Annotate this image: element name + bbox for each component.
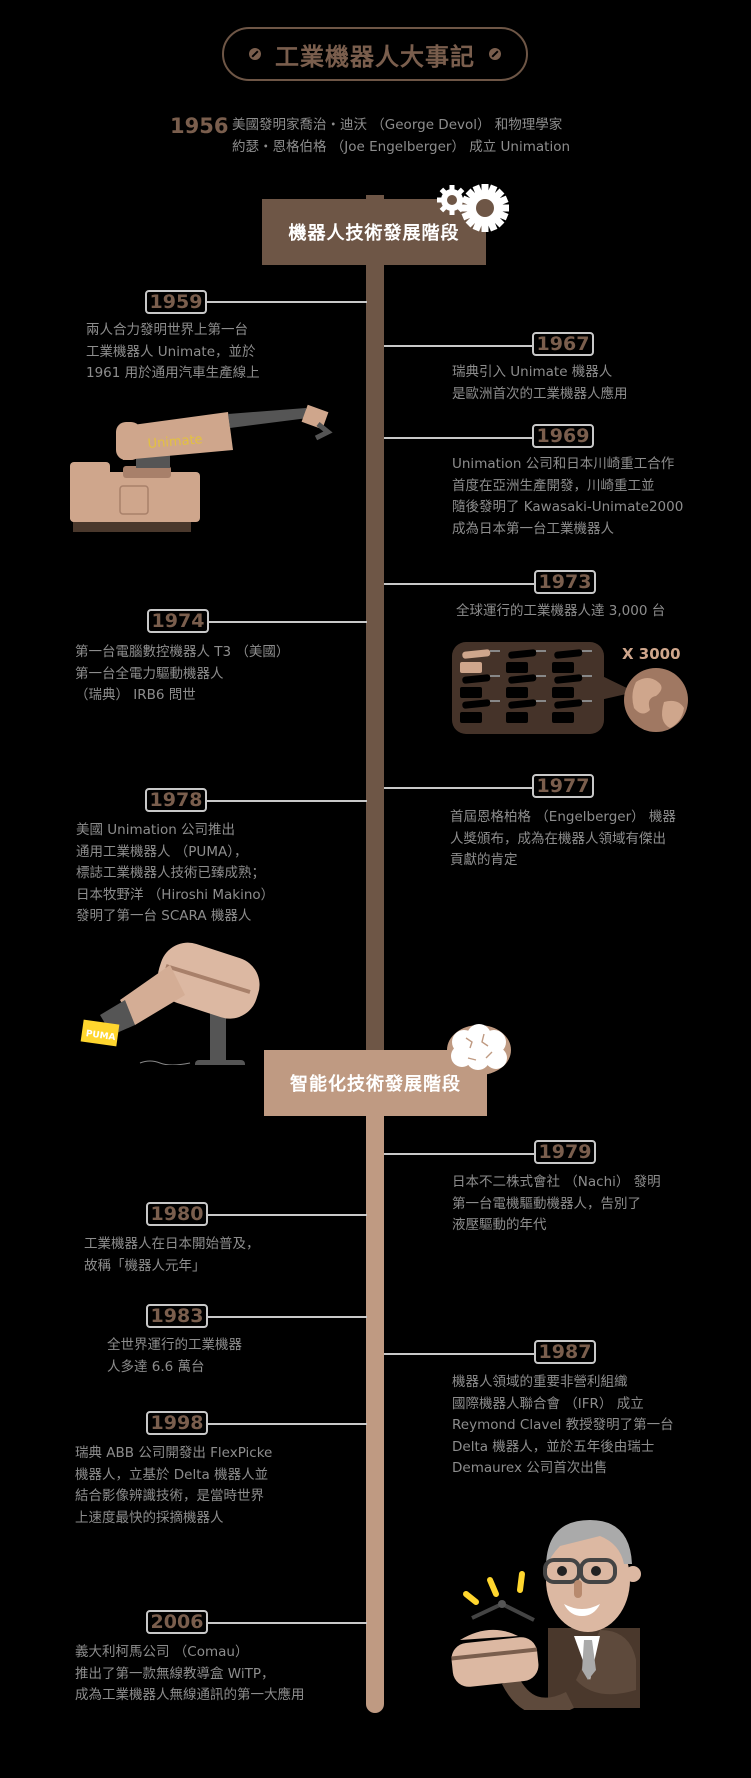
timeline-spine-stage2 (366, 1050, 384, 1713)
connector-line (384, 583, 536, 585)
robots-x3000-illustration: X 3000 (452, 642, 688, 734)
timeline-spine-stage1 (366, 195, 384, 1055)
title-banner: 工業機器人大事記 (222, 27, 528, 81)
connector-line (208, 1622, 367, 1624)
intro-text: 美國發明家喬治・迪沃 （George Devol） 和物理學家 約瑟・恩格伯格 … (232, 114, 570, 158)
stage-label: 機器人技術發展階段 (288, 223, 460, 244)
connector-line (208, 1316, 367, 1318)
year-badge-1978: 1978 (145, 788, 207, 812)
event-desc-1978: 美國 Unimation 公司推出 通用工業機器人 （PUMA）， 標誌工業機器… (76, 822, 275, 924)
event-desc-1980: 工業機器人在日本開始普及， 故稱「機器人元年」 (84, 1236, 260, 1274)
connector-line (384, 437, 534, 439)
year-badge-1980: 1980 (146, 1202, 208, 1226)
page-title: 工業機器人大事記 (275, 42, 475, 71)
unimate-robot-illustration: Unimate (70, 404, 333, 532)
event-desc-1967: 瑞典引入 Unimate 機器人 是歐洲首次的工業機器人應用 (452, 364, 628, 402)
year-badge-2006: 2006 (146, 1610, 208, 1634)
screw-icon (489, 48, 501, 60)
multiplier-label: X 3000 (622, 645, 681, 663)
puma-label: PUMA (85, 1029, 116, 1043)
year-badge-1967: 1967 (532, 332, 594, 356)
year-badge-1983: 1983 (146, 1304, 208, 1328)
year-badge-1969: 1969 (532, 424, 594, 448)
puma-robot-illustration: PUMA (80, 942, 260, 1065)
event-desc-1959: 兩人合力發明世界上第一台 工業機器人 Unimate，並於 1961 用於通用汽… (86, 322, 260, 381)
year-badge-1973: 1973 (534, 570, 596, 594)
connector-line (207, 800, 367, 802)
connector-line (384, 1153, 536, 1155)
year-badge-1979: 1979 (534, 1140, 596, 1164)
event-desc-2006: 義大利柯馬公司 （Comau） 推出了第一款無線教導盒 WiTP， 成為工業機器… (75, 1644, 305, 1703)
event-desc-1983: 全世界運行的工業機器 人多達 6.6 萬台 (107, 1337, 242, 1375)
connector-line (384, 787, 534, 789)
year-badge-1977: 1977 (532, 774, 594, 798)
connector-line (384, 1353, 536, 1355)
connector-line (208, 1214, 367, 1216)
year-badge-1987: 1987 (534, 1340, 596, 1364)
event-desc-1998: 瑞典 ABB 公司開發出 FlexPicke 機器人，立基於 Delta 機器人… (75, 1445, 273, 1526)
intro-year: 1956 (170, 114, 229, 138)
screw-icon (249, 48, 261, 60)
intro-line: 美國發明家喬治・迪沃 （George Devol） 和物理學家 (232, 117, 563, 133)
connector-line (208, 1423, 367, 1425)
gears-icon (437, 184, 509, 232)
year-badge-1998: 1998 (146, 1411, 208, 1435)
brain-icon (447, 1024, 511, 1075)
connector-line (209, 621, 367, 623)
stage-label: 智能化技術發展階段 (290, 1074, 461, 1095)
unimate-label: Unimate (147, 432, 203, 452)
event-desc-1987: 機器人領域的重要非營利組織 國際機器人聯合會 （IFR） 成立 Reymond … (452, 1374, 674, 1476)
intro-line: 約瑟・恩格伯格 （Joe Engelberger） 成立 Unimation (232, 139, 571, 155)
event-desc-1969: Unimation 公司和日本川崎重工合作 首度在亞洲生產開發，川崎重工並 隨後… (452, 456, 684, 537)
event-desc-1974: 第一台電腦數控機器人 T3 （美國） 第一台全電力驅動機器人 （瑞典） IRB6… (75, 644, 290, 703)
event-desc-1979: 日本不二株式會社 （Nachi） 發明 第一台電機驅動機器人，告別了 液壓驅動的… (452, 1174, 661, 1233)
event-desc-1973: 全球運行的工業機器人達 3,000 台 (456, 603, 666, 619)
engineer-holding-robot-illustration (451, 1520, 641, 1710)
connector-line (384, 345, 534, 347)
stage-banner-2: 智能化技術發展階段 (264, 1050, 487, 1116)
year-badge-1974: 1974 (147, 609, 209, 633)
connector-line (207, 301, 367, 303)
event-desc-1977: 首屆恩格柏格 （Engelberger） 機器 人獎頒布，成為在機器人領域有傑出… (450, 809, 676, 868)
year-badge-1959: 1959 (145, 290, 207, 314)
